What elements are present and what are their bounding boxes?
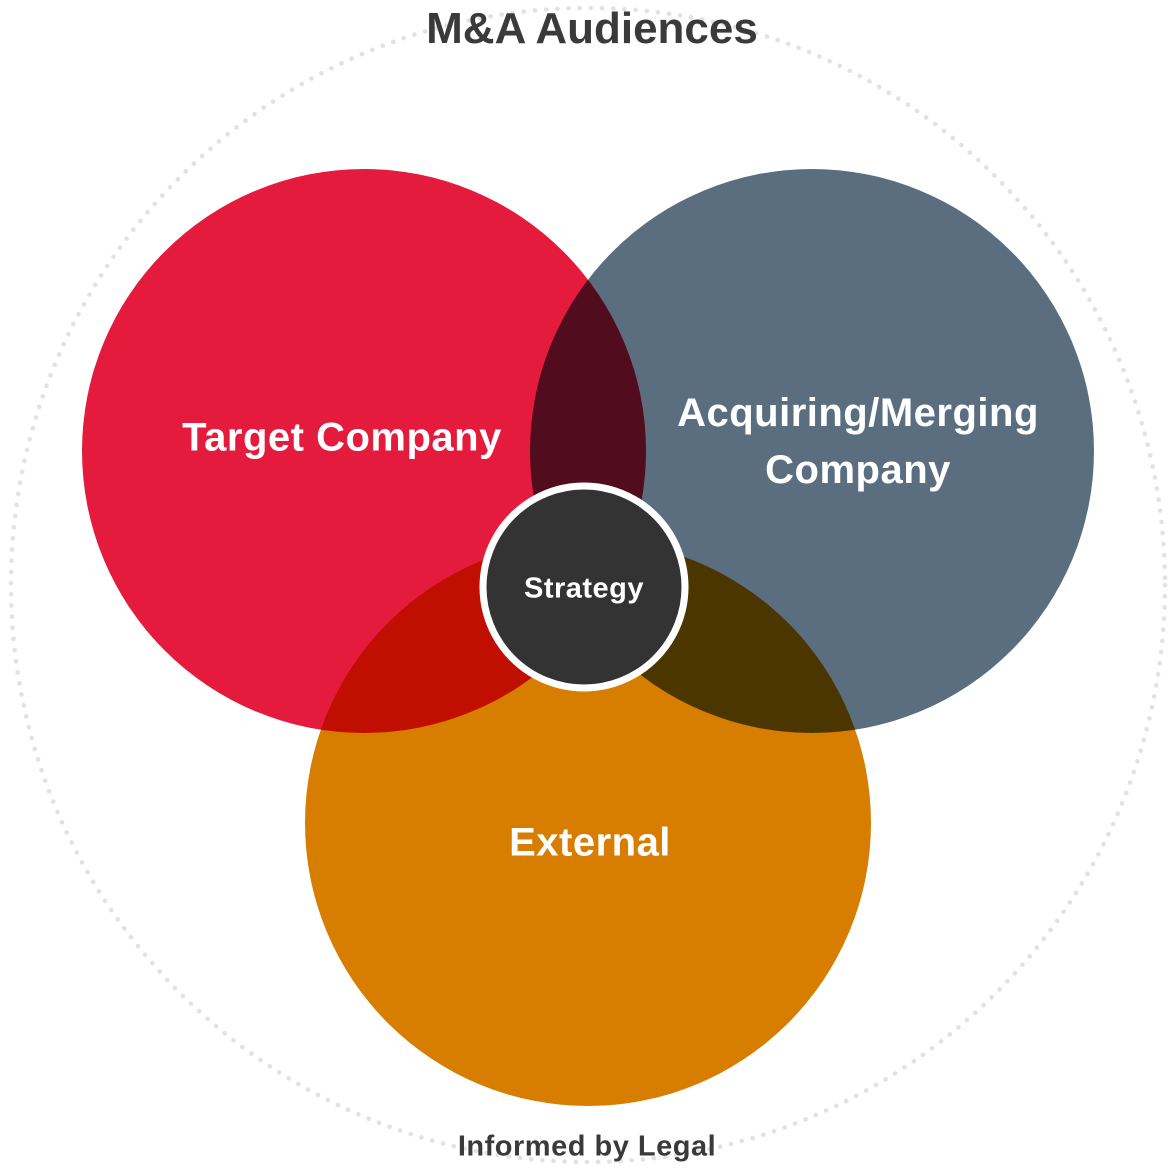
strategy-circle: [479, 482, 689, 692]
page-title: M&A Audiences: [426, 4, 758, 53]
target-company-label: Target Company: [182, 415, 502, 460]
dotted-outer-ring-icon: [8, 5, 1168, 1165]
external-label: External: [509, 820, 671, 865]
strategy-label: Strategy: [523, 572, 645, 605]
footer-caption: Informed by Legal: [457, 1130, 717, 1163]
external-circle: [305, 540, 871, 1106]
acquiring-merging-company-label: Acquiring/Merging Company: [677, 391, 1039, 492]
